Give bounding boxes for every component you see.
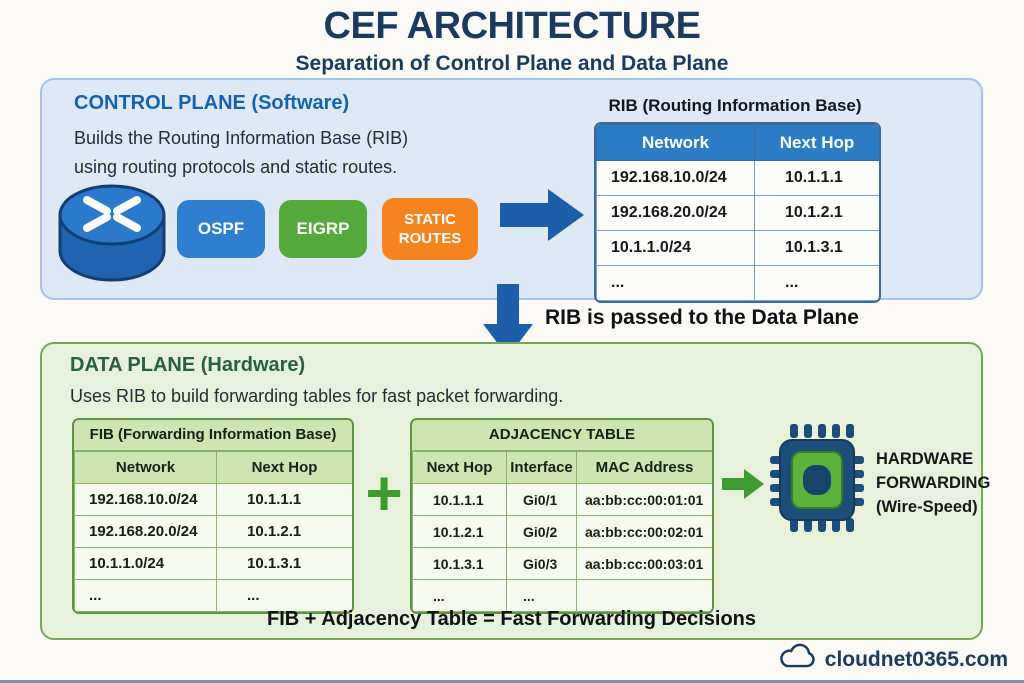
fib-cell: 10.1.3.1 [216, 547, 352, 580]
adjacency-table-title: ADJACENCY TABLE [412, 420, 712, 451]
adjacency-cell: 10.1.2.1 [412, 515, 507, 548]
adjacency-cell: ... [412, 579, 507, 612]
page-subtitle: Separation of Control Plane and Data Pla… [295, 52, 729, 75]
data-plane-summary: FIB + Adjacency Table = Fast Forwarding … [266, 608, 757, 630]
data-plane-description: Uses RIB to build forwarding tables for … [70, 386, 564, 406]
rib-cell: ... [596, 265, 755, 301]
data-plane-heading: DATA PLANE (Hardware) [70, 354, 306, 376]
rib-header-network: Network [596, 124, 755, 161]
adjacency-header-nexthop: Next Hop [412, 451, 507, 484]
rib-cell: 192.168.10.0/24 [596, 160, 755, 196]
table-row: 10.1.1.0/24 10.1.3.1 [596, 230, 879, 266]
fib-header-row: Network Next Hop [74, 451, 352, 484]
control-plane-heading: CONTROL PLANE (Software) [74, 92, 350, 114]
fib-header-nexthop: Next Hop [216, 451, 352, 484]
table-row: 10.1.2.1 Gi0/2 aa:bb:cc:00:02:01 [412, 515, 712, 548]
adjacency-cell [576, 579, 712, 612]
plus-icon: + [365, 457, 403, 529]
table-row: ... ... [596, 265, 879, 301]
table-row: 10.1.3.1 Gi0/3 aa:bb:cc:00:03:01 [412, 547, 712, 580]
rib-cell: 10.1.1.0/24 [596, 230, 755, 266]
adjacency-header-interface: Interface [506, 451, 577, 484]
fib-cell: 192.168.20.0/24 [74, 515, 217, 548]
footer-brand-text: cloudnet0365.com [824, 647, 1008, 671]
rib-header-row: Network Next Hop [596, 124, 879, 161]
rib-cell: ... [754, 265, 879, 301]
fib-cell: ... [216, 579, 352, 612]
arrow-right-icon [500, 186, 584, 244]
router-icon [56, 182, 168, 286]
arrow-down-icon [483, 284, 533, 357]
page-title: CEF ARCHITECTURE [323, 5, 701, 47]
protocol-badge-eigrp: EIGRP [279, 200, 367, 258]
table-row: 192.168.20.0/24 10.1.2.1 [596, 195, 879, 231]
fib-cell: 10.1.1.0/24 [74, 547, 217, 580]
protocol-badge-ospf: OSPF [177, 200, 265, 258]
adjacency-header-row: Next Hop Interface MAC Address [412, 451, 712, 484]
control-plane-description: Builds the Routing Information Base (RIB… [74, 124, 408, 182]
rib-cell: 10.1.2.1 [754, 195, 879, 231]
table-row: 192.168.10.0/24 10.1.1.1 [596, 160, 879, 196]
adjacency-header-mac: MAC Address [576, 451, 712, 484]
adjacency-cell: 10.1.1.1 [412, 483, 507, 516]
hardware-chip-icon [768, 422, 866, 534]
hardware-forwarding-line2: FORWARDING [876, 473, 991, 492]
fib-cell: 192.168.10.0/24 [74, 483, 217, 516]
hardware-forwarding-label: HARDWARE FORWARDING (Wire-Speed) [876, 448, 990, 520]
fib-cell: 10.1.2.1 [216, 515, 352, 548]
table-row: 10.1.1.0/24 10.1.3.1 [74, 547, 352, 580]
rib-table: Network Next Hop 192.168.10.0/24 10.1.1.… [594, 122, 881, 303]
table-row: ... ... [412, 579, 712, 612]
arrow-right-icon [722, 468, 764, 500]
rib-cell: 192.168.20.0/24 [596, 195, 755, 231]
adjacency-cell: aa:bb:cc:00:01:01 [576, 483, 712, 516]
adjacency-cell: aa:bb:cc:00:02:01 [576, 515, 712, 548]
data-plane-panel: DATA PLANE (Hardware) Uses RIB to build … [40, 342, 990, 640]
hardware-forwarding-line1: HARDWARE [876, 450, 974, 468]
protocol-badge-static-routes: STATIC ROUTES [382, 198, 478, 260]
transition-label: RIB is passed to the Data Plane [545, 306, 859, 329]
adjacency-cell: 10.1.3.1 [412, 547, 507, 580]
control-plane-description-line1: Builds the Routing Information Base (RIB… [74, 128, 409, 148]
hardware-forwarding-line3: (Wire-Speed) [876, 497, 978, 516]
bottom-edge-bar [0, 680, 1024, 683]
fib-header-network: Network [74, 451, 217, 484]
adjacency-cell: aa:bb:cc:00:03:01 [576, 547, 712, 580]
footer-brand: cloudnet0365.com [777, 643, 1008, 676]
adjacency-cell: Gi0/1 [506, 483, 577, 516]
adjacency-cell: Gi0/3 [506, 547, 577, 580]
fib-table-title: FIB (Forwarding Information Base) [74, 420, 352, 451]
fib-cell: 10.1.1.1 [216, 483, 352, 516]
table-row: 192.168.10.0/24 10.1.1.1 [74, 483, 352, 516]
control-plane-panel: CONTROL PLANE (Software) Builds the Rout… [40, 78, 983, 303]
table-row: 10.1.1.1 Gi0/1 aa:bb:cc:00:01:01 [412, 483, 712, 516]
adjacency-table: ADJACENCY TABLE Next Hop Interface MAC A… [410, 418, 714, 614]
table-row: 192.168.20.0/24 10.1.2.1 [74, 515, 352, 548]
control-plane-description-line2: using routing protocols and static route… [74, 156, 398, 177]
cloud-icon [777, 643, 817, 676]
fib-cell: ... [74, 579, 217, 612]
table-row: ... ... [74, 579, 352, 612]
fib-table: FIB (Forwarding Information Base) Networ… [72, 418, 354, 614]
rib-header-nexthop: Next Hop [754, 124, 879, 161]
rib-cell: 10.1.3.1 [754, 230, 879, 266]
rib-table-title: RIB (Routing Information Base) [608, 96, 862, 115]
adjacency-cell: ... [506, 579, 577, 612]
rib-cell: 10.1.1.1 [754, 160, 879, 196]
adjacency-cell: Gi0/2 [506, 515, 577, 548]
